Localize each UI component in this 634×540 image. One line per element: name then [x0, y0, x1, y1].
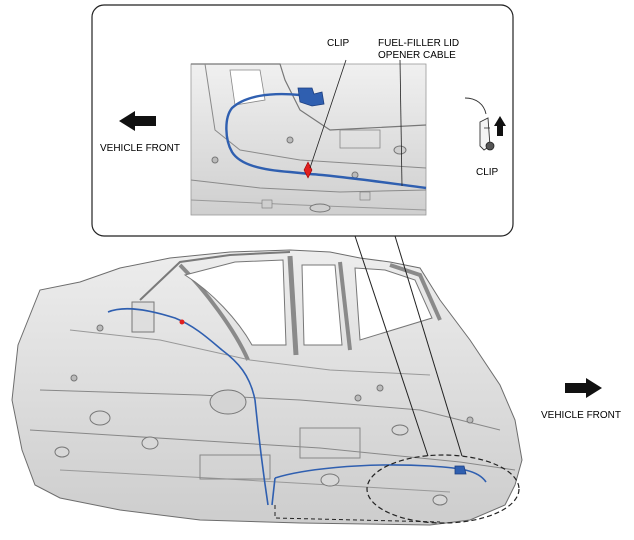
- fuel-filler-cable-main: [107, 307, 487, 506]
- vehicle-body-illustration: [11, 249, 523, 526]
- clip-marker-inset: [303, 161, 313, 179]
- callout-line-right: [394, 235, 463, 457]
- callout-line-left: [354, 235, 429, 457]
- clip-marker-main: [179, 319, 185, 325]
- clip-label-top: CLIP: [327, 38, 350, 49]
- clip-label-detail: CLIP: [476, 167, 499, 178]
- clip-leader-line: [309, 59, 347, 169]
- detail-callout-ellipse: [366, 454, 520, 524]
- cable-label-line1: FUEL-FILLER LID: [378, 38, 459, 49]
- arrow-right-icon: [565, 378, 602, 398]
- vehicle-front-label-inset: VEHICLE FRONT: [100, 143, 180, 154]
- fuel-filler-cable-inset: [225, 92, 427, 190]
- vehicle-front-label-main: VEHICLE FRONT: [541, 410, 621, 421]
- arrow-left-icon: [119, 111, 156, 131]
- cable-connector-inset: [297, 87, 325, 107]
- arrow-up-icon: [494, 116, 506, 136]
- cable-connector-rear: [454, 465, 467, 475]
- cable-label-line2: OPENER CABLE: [378, 50, 456, 61]
- clip-detail: [464, 97, 495, 151]
- cable-leader-line: [399, 59, 403, 187]
